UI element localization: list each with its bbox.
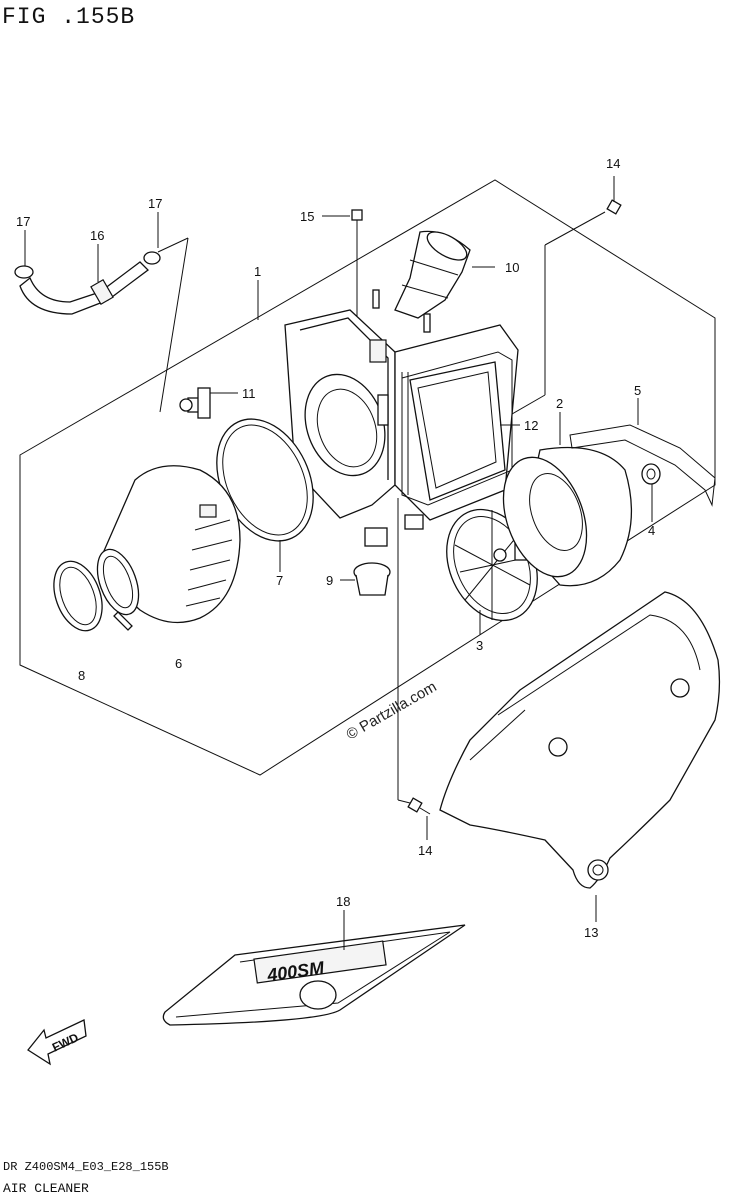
assembly-boundary — [19, 179, 716, 776]
grommet-part-9[interactable] — [353, 562, 391, 596]
callout-8: 8 — [78, 668, 85, 683]
clamp-part-17-right[interactable] — [143, 251, 161, 265]
figure-title: FIG .155B — [2, 4, 136, 30]
callout-9: 9 — [326, 573, 333, 588]
callout-16: 16 — [90, 228, 104, 243]
fwd-arrow-icon: FWD — [27, 1019, 87, 1066]
callout-13: 13 — [584, 925, 598, 940]
clamp-part-8[interactable] — [45, 555, 111, 638]
air-cleaner-case-part-1[interactable] — [284, 309, 519, 547]
callout-5: 5 — [634, 383, 641, 398]
figure-name: AIR CLEANER — [3, 1181, 89, 1196]
callout-17-left: 17 — [16, 214, 30, 229]
callout-2: 2 — [556, 396, 563, 411]
callout-14-bottom: 14 — [418, 843, 432, 858]
bolt-part-15[interactable] — [351, 209, 363, 232]
bolt-part-14-top[interactable] — [606, 199, 622, 215]
callout-6: 6 — [175, 656, 182, 671]
air-filter-element-part-2[interactable] — [488, 446, 633, 589]
callout-18: 18 — [336, 894, 350, 909]
callout-14-top: 14 — [606, 156, 620, 171]
callout-12: 12 — [524, 418, 538, 433]
bolt-part-14-bottom[interactable] — [407, 797, 431, 815]
callout-1: 1 — [254, 264, 261, 279]
callout-7: 7 — [276, 573, 283, 588]
outlet-tube-part-6[interactable] — [89, 465, 241, 631]
callout-17-right: 17 — [148, 196, 162, 211]
hose-part-16[interactable] — [19, 261, 149, 315]
callout-11: 11 — [242, 386, 256, 401]
watermark: © Partzilla.com — [344, 678, 440, 743]
decal-part-18[interactable]: 400SM — [162, 924, 466, 1026]
callout-10: 10 — [505, 260, 519, 275]
intake-pipe-part-10[interactable] — [394, 226, 471, 319]
fitting-part-11[interactable] — [179, 387, 211, 419]
clamp-part-17-left[interactable] — [14, 265, 34, 279]
callout-3: 3 — [476, 638, 483, 653]
washer-part-4[interactable] — [641, 463, 661, 485]
gasket-part-5[interactable] — [569, 424, 716, 507]
frame-cover-part-13[interactable] — [439, 591, 721, 889]
callout-15: 15 — [300, 209, 314, 224]
figure-code: DR Z400SM4_E03_E28_155B — [3, 1160, 169, 1174]
callout-4: 4 — [648, 523, 655, 538]
